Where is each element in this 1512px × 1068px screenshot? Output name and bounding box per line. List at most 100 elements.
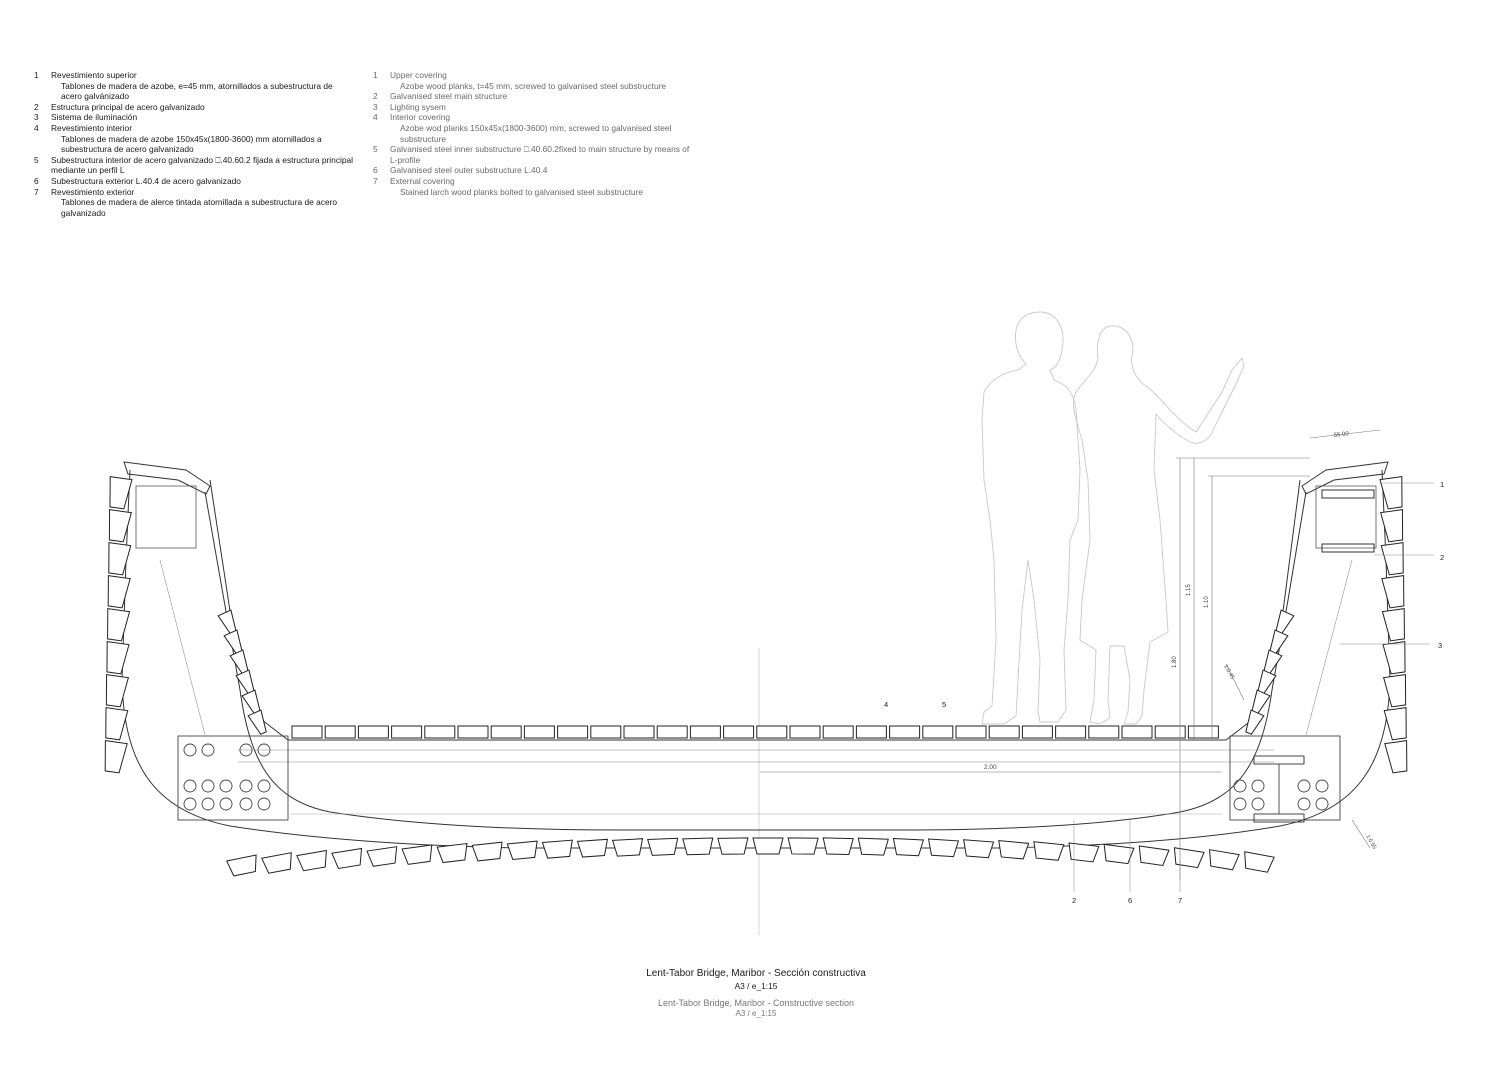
plank	[261, 852, 292, 874]
deck-plank	[789, 725, 821, 739]
human-silhouettes	[981, 311, 1245, 725]
legend-text: Galvanised steel inner substructure ⎕.40…	[390, 144, 693, 165]
plank	[822, 837, 854, 856]
deck-plank	[490, 725, 522, 739]
deck-plank	[590, 725, 622, 739]
plank	[611, 838, 644, 857]
plank	[647, 837, 679, 856]
legend-number: 5	[373, 144, 378, 155]
callout-2-bottom: 2	[1072, 896, 1076, 905]
legend-title: Revestimiento superior	[51, 70, 137, 80]
legend-title: Estructura principal de acero galvanizad…	[51, 101, 205, 112]
deck-plank	[1055, 725, 1087, 739]
main-beam-right	[1229, 735, 1341, 823]
legend-title: Subestructura exterior L.40.4 de acero g…	[51, 175, 241, 186]
deck-plank	[291, 725, 323, 739]
plank	[752, 837, 784, 855]
man-silhouette	[981, 311, 1081, 725]
plank	[892, 837, 925, 857]
plank	[1033, 841, 1065, 861]
deck-plank	[723, 725, 755, 739]
callout-3: 3	[1438, 641, 1442, 650]
dimension-lines	[760, 429, 1381, 880]
deck-plank	[324, 725, 356, 739]
plank	[541, 839, 573, 859]
legend-number: 2	[34, 101, 39, 112]
plank	[104, 740, 128, 774]
outer-hull-line	[121, 469, 1391, 849]
deck-plank	[922, 725, 954, 739]
plank	[296, 849, 327, 872]
plank	[787, 837, 819, 855]
plank	[1244, 851, 1275, 873]
plank	[436, 842, 468, 864]
plank	[106, 641, 130, 675]
legend-item: 2 Estructura principal de acero galvaniza…	[34, 102, 354, 113]
dim-200: 2.00	[984, 764, 997, 771]
legend-title: External covering	[390, 175, 455, 186]
legend-text: Subestructura exterior L.40.4 de acero g…	[51, 176, 354, 187]
plank	[1381, 608, 1405, 642]
plank	[1379, 476, 1403, 510]
caption-scale-en: A3 / e_1:15	[735, 1009, 777, 1018]
legend-number: 6	[373, 165, 378, 176]
dim-110: 1.10	[1204, 596, 1210, 608]
plank	[927, 838, 960, 858]
plank	[108, 542, 132, 576]
dim-slope: 1:0.45	[1222, 664, 1235, 680]
legend-title: Upper covering	[390, 70, 447, 80]
legend-subtitle: Stained larch wood planks bolted to galv…	[400, 186, 644, 197]
legend-number: 5	[34, 154, 39, 165]
deck-plank	[557, 725, 589, 739]
plank	[998, 840, 1030, 860]
legend-subtitle: Azobe wod planks 150x45x(1800-3600) mm, …	[400, 122, 672, 144]
interior-covering-planks	[217, 609, 1295, 739]
top-covering-left	[123, 461, 211, 549]
plank	[109, 476, 133, 510]
deck-plank	[523, 725, 555, 739]
plank	[366, 846, 398, 867]
legend-title: Subestructura interior de acero galvaniz…	[51, 154, 354, 176]
caption-title-es: Lent-Tabor Bridge, Maribor - Sección con…	[646, 968, 866, 979]
legend-number: 1	[373, 70, 378, 80]
plank	[1138, 845, 1170, 867]
legend-number: 1	[34, 70, 39, 80]
legend-title: Galvanised steel main structure	[390, 91, 508, 102]
legend-title: Galvanised steel inner substructure ⎕.40…	[390, 144, 690, 165]
deck-plank	[689, 725, 721, 739]
legend-text: Lighting sysem	[390, 102, 693, 113]
plank	[1384, 740, 1408, 774]
deck-plank	[822, 725, 854, 739]
callout-4: 4	[884, 700, 888, 709]
plank	[963, 839, 995, 859]
callout-6-bottom: 6	[1128, 896, 1132, 905]
plank	[331, 847, 363, 869]
plank	[1068, 842, 1100, 863]
plank	[1380, 542, 1404, 576]
plank	[471, 841, 503, 862]
plank	[857, 837, 889, 856]
plank	[107, 608, 131, 642]
top-covering-right	[1301, 461, 1389, 553]
plank	[107, 575, 131, 609]
deck-plank	[1121, 725, 1153, 739]
legend-number: 7	[34, 186, 39, 197]
legend-item: 5 Galvanised steel inner substructure ⎕.4…	[373, 144, 693, 165]
deck-plank	[656, 725, 688, 739]
bridge-shell	[121, 469, 1391, 849]
callout-7-bottom: 7	[1178, 896, 1182, 905]
woman-silhouette	[1073, 325, 1245, 725]
deck-plank	[1187, 725, 1219, 739]
